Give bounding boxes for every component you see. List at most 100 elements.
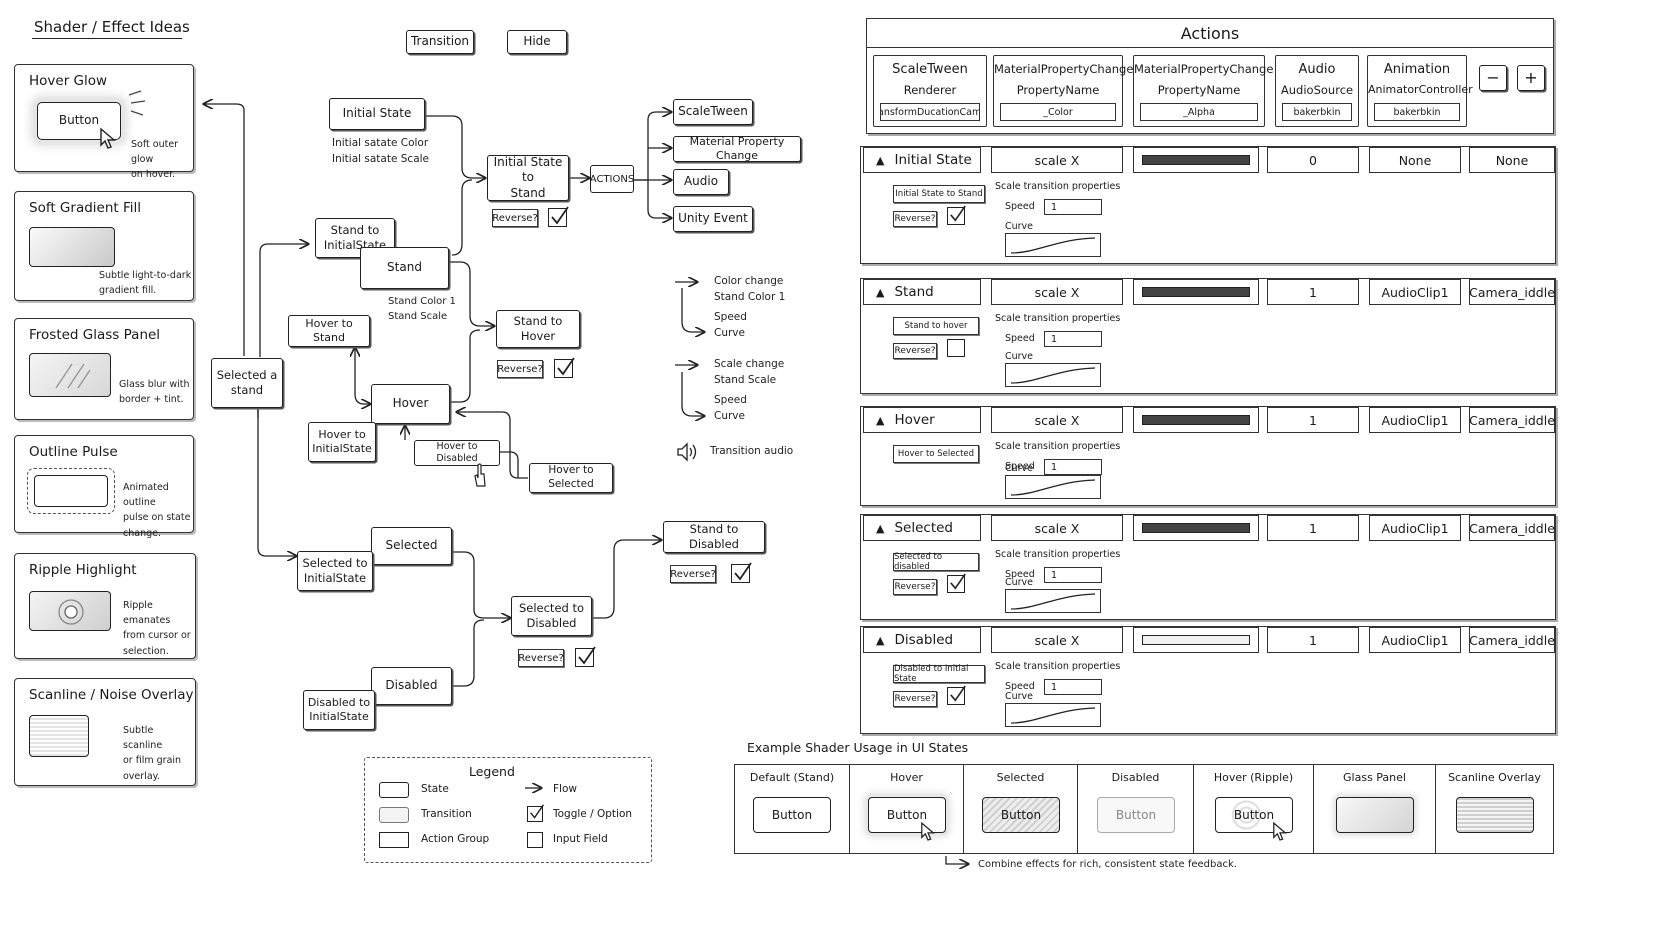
remove-action-button[interactable]: − — [1479, 65, 1507, 91]
state-header[interactable]: ▲ Hover — [863, 407, 981, 433]
state-header[interactable]: ▲ Disabled — [863, 627, 981, 653]
animation-field[interactable]: None — [1469, 147, 1555, 173]
collapse-triangle-icon[interactable]: ▲ — [876, 413, 885, 427]
example-button[interactable] — [1456, 797, 1534, 833]
collapse-triangle-icon[interactable]: ▲ — [876, 285, 885, 299]
transition-tag[interactable]: Selected to disabled — [893, 552, 979, 572]
example-button[interactable]: Button — [753, 797, 831, 833]
scale-field[interactable]: scale X — [991, 279, 1123, 305]
value-field[interactable]: 1 — [1267, 627, 1359, 653]
action-column-scaletween[interactable]: ScaleTweenRendererTransformDucationCam..… — [873, 55, 987, 127]
animation-field[interactable]: Camera_iddle — [1469, 279, 1555, 305]
scale-field[interactable]: scale X — [991, 407, 1123, 433]
color-field[interactable] — [1133, 407, 1259, 433]
reverse-checkbox[interactable] — [554, 357, 575, 378]
color-field[interactable] — [1133, 515, 1259, 541]
transition-stand-to-hover[interactable]: Stand to Hover — [496, 310, 580, 348]
example-button[interactable]: Button — [1097, 797, 1175, 833]
curve-field[interactable] — [1005, 475, 1101, 499]
audio-field[interactable]: AudioClip1 — [1369, 515, 1461, 541]
transition-tag[interactable]: Hover to Selected — [893, 445, 979, 463]
state-header[interactable]: ▲ Stand — [863, 279, 981, 305]
speed-input[interactable]: 1 — [1044, 199, 1102, 215]
state-hover[interactable]: Hover — [371, 384, 450, 424]
action-field[interactable]: bakerbkin — [1374, 103, 1460, 121]
scale-field[interactable]: scale X — [991, 147, 1123, 173]
example-button[interactable]: Button — [982, 797, 1060, 833]
hide-button[interactable]: Hide — [507, 30, 567, 54]
audio-field[interactable]: None — [1369, 147, 1461, 173]
reverse-checkbox[interactable] — [947, 573, 966, 593]
action-unity-event[interactable]: Unity Event — [673, 206, 753, 232]
transition-hover-to-selected[interactable]: Hover to Selected — [529, 463, 613, 493]
value-field[interactable]: 1 — [1267, 279, 1359, 305]
action-audio[interactable]: Audio — [673, 169, 729, 195]
curve-field[interactable] — [1005, 233, 1101, 257]
transition-hover-to-disabled[interactable]: Hover to Disabled — [414, 440, 500, 466]
speed-input[interactable]: 1 — [1044, 567, 1102, 583]
action-field[interactable]: _Color — [1000, 103, 1116, 121]
reverse-checkbox[interactable] — [548, 206, 569, 227]
animation-field[interactable]: Camera_iddle — [1469, 515, 1555, 541]
example-button[interactable]: Button — [1215, 797, 1293, 833]
curve-field[interactable] — [1005, 363, 1101, 387]
curve-field[interactable] — [1005, 703, 1101, 727]
transition-hover-to-stand[interactable]: Hover to Stand — [288, 315, 370, 347]
transition-tag[interactable]: Initial State to Stand — [893, 185, 985, 203]
value-field[interactable]: 1 — [1267, 407, 1359, 433]
collapse-triangle-icon[interactable]: ▲ — [876, 633, 885, 647]
example-button[interactable]: Button — [868, 797, 946, 833]
state-header[interactable]: ▲ Initial State — [863, 147, 981, 173]
audio-field[interactable]: AudioClip1 — [1369, 407, 1461, 433]
speed-input[interactable]: 1 — [1044, 679, 1102, 695]
state-disabled[interactable]: Disabled — [371, 667, 452, 705]
audio-field[interactable]: AudioClip1 — [1369, 279, 1461, 305]
transition-tag[interactable]: Disabled to Initial State — [893, 664, 985, 684]
actions-node[interactable]: ACTIONS — [590, 165, 634, 193]
animation-field[interactable]: Camera_iddle — [1469, 627, 1555, 653]
reverse-checkbox[interactable] — [575, 646, 596, 667]
action-field[interactable]: TransformDucationCam... — [880, 103, 980, 121]
add-action-button[interactable]: + — [1517, 65, 1545, 91]
collapse-triangle-icon[interactable]: ▲ — [876, 153, 885, 167]
reverse-checkbox[interactable] — [947, 205, 966, 225]
action-field[interactable]: bakerbkin — [1282, 103, 1352, 121]
transition-stand-to-disabled[interactable]: Stand to Disabled — [663, 521, 765, 553]
state-stand[interactable]: Stand — [360, 247, 449, 289]
curve-field[interactable] — [1005, 589, 1101, 613]
action-material-property[interactable]: Material Property Change — [673, 135, 801, 162]
color-field[interactable] — [1133, 627, 1259, 653]
action-field[interactable]: _Alpha — [1140, 103, 1258, 121]
collapse-triangle-icon[interactable]: ▲ — [876, 521, 885, 535]
color-field[interactable] — [1133, 279, 1259, 305]
transition-tag[interactable]: Stand to hover — [893, 317, 979, 335]
value-field[interactable]: 0 — [1267, 147, 1359, 173]
action-scaletween[interactable]: ScaleTween — [673, 99, 753, 125]
reverse-checkbox[interactable] — [947, 685, 966, 705]
animation-field[interactable]: Camera_iddle — [1469, 407, 1555, 433]
audio-field[interactable]: AudioClip1 — [1369, 627, 1461, 653]
value-field[interactable]: 1 — [1267, 515, 1359, 541]
speed-input[interactable]: 1 — [1044, 331, 1102, 347]
speed-input[interactable]: 1 — [1044, 459, 1102, 475]
transition-button[interactable]: Transition — [406, 30, 474, 54]
scale-field[interactable]: scale X — [991, 627, 1123, 653]
reverse-checkbox[interactable] — [947, 339, 965, 357]
color-field[interactable] — [1133, 147, 1259, 173]
state-initial[interactable]: Initial State — [329, 98, 425, 130]
scale-field[interactable]: scale X — [991, 515, 1123, 541]
state-header[interactable]: ▲ Selected — [863, 515, 981, 541]
reverse-checkbox[interactable] — [731, 562, 752, 583]
state-selected[interactable]: Selected — [371, 527, 452, 565]
example-button[interactable] — [1336, 797, 1414, 833]
